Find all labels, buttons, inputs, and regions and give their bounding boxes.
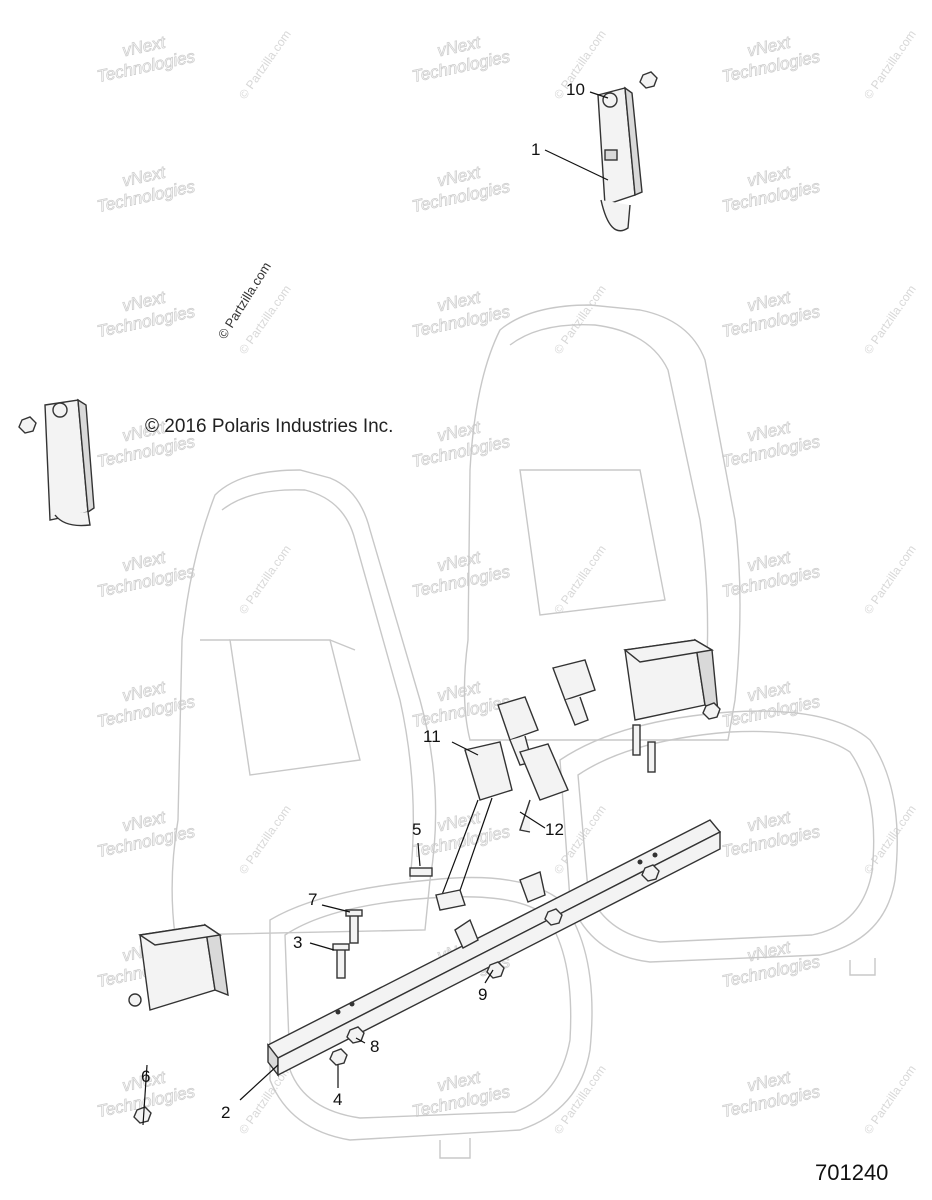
buckle-assembly-12 (519, 743, 569, 833)
watermark-site: © Partzilla.com (551, 542, 609, 616)
watermark-site: © Partzilla.com (236, 27, 294, 101)
watermark-site: © Partzilla.com (551, 282, 609, 356)
leader-lines (142, 91, 609, 1126)
callout-2: 2 (221, 1103, 230, 1122)
belt-retractor-left (18, 398, 95, 527)
bolts (329, 724, 660, 1066)
copyright-text: © 2016 Polaris Industries Inc. (145, 416, 393, 437)
watermark-site: © Partzilla.com (236, 1062, 294, 1136)
buckle-latch-plates (497, 659, 596, 766)
callout-10: 10 (566, 80, 585, 99)
retractor-box-left (128, 923, 229, 1124)
retractor-box-right (623, 638, 721, 721)
watermark-site: © Partzilla.com (236, 802, 294, 876)
buckle-assembly-11 (435, 741, 513, 911)
callout-8: 8 (370, 1037, 379, 1056)
watermark-site: © Partzilla.com (861, 542, 919, 616)
callout-4: 4 (333, 1090, 342, 1109)
watermark-site: © Partzilla.com (551, 802, 609, 876)
callout-6: 6 (141, 1067, 150, 1086)
callout-5: 5 (412, 820, 421, 839)
right-seat-outline (463, 304, 898, 976)
callout-1: 1 (531, 140, 540, 159)
callout-11: 11 (423, 727, 441, 746)
watermark-site: © Partzilla.com (861, 282, 919, 356)
callout-9: 9 (478, 985, 487, 1004)
crossbar-tube (266, 819, 722, 1078)
callout-labels: 1 2 3 4 5 6 7 8 9 10 11 12 (141, 80, 585, 1122)
watermark-site: © Partzilla.com (861, 802, 919, 876)
nut-top-right (639, 71, 658, 89)
left-seat-outline (171, 469, 593, 1159)
watermark-site: © Partzilla.com (861, 27, 919, 101)
figure-number: 701240 (815, 1160, 888, 1185)
watermark-site: © Partzilla.com (236, 542, 294, 616)
watermark-site: © Partzilla.com (861, 1062, 919, 1136)
callout-12: 12 (545, 820, 564, 839)
watermark-site: © Partzilla.com (551, 1062, 609, 1136)
callout-3: 3 (293, 933, 302, 952)
belt-retractor-upper (597, 86, 643, 232)
callout-7: 7 (308, 890, 317, 909)
